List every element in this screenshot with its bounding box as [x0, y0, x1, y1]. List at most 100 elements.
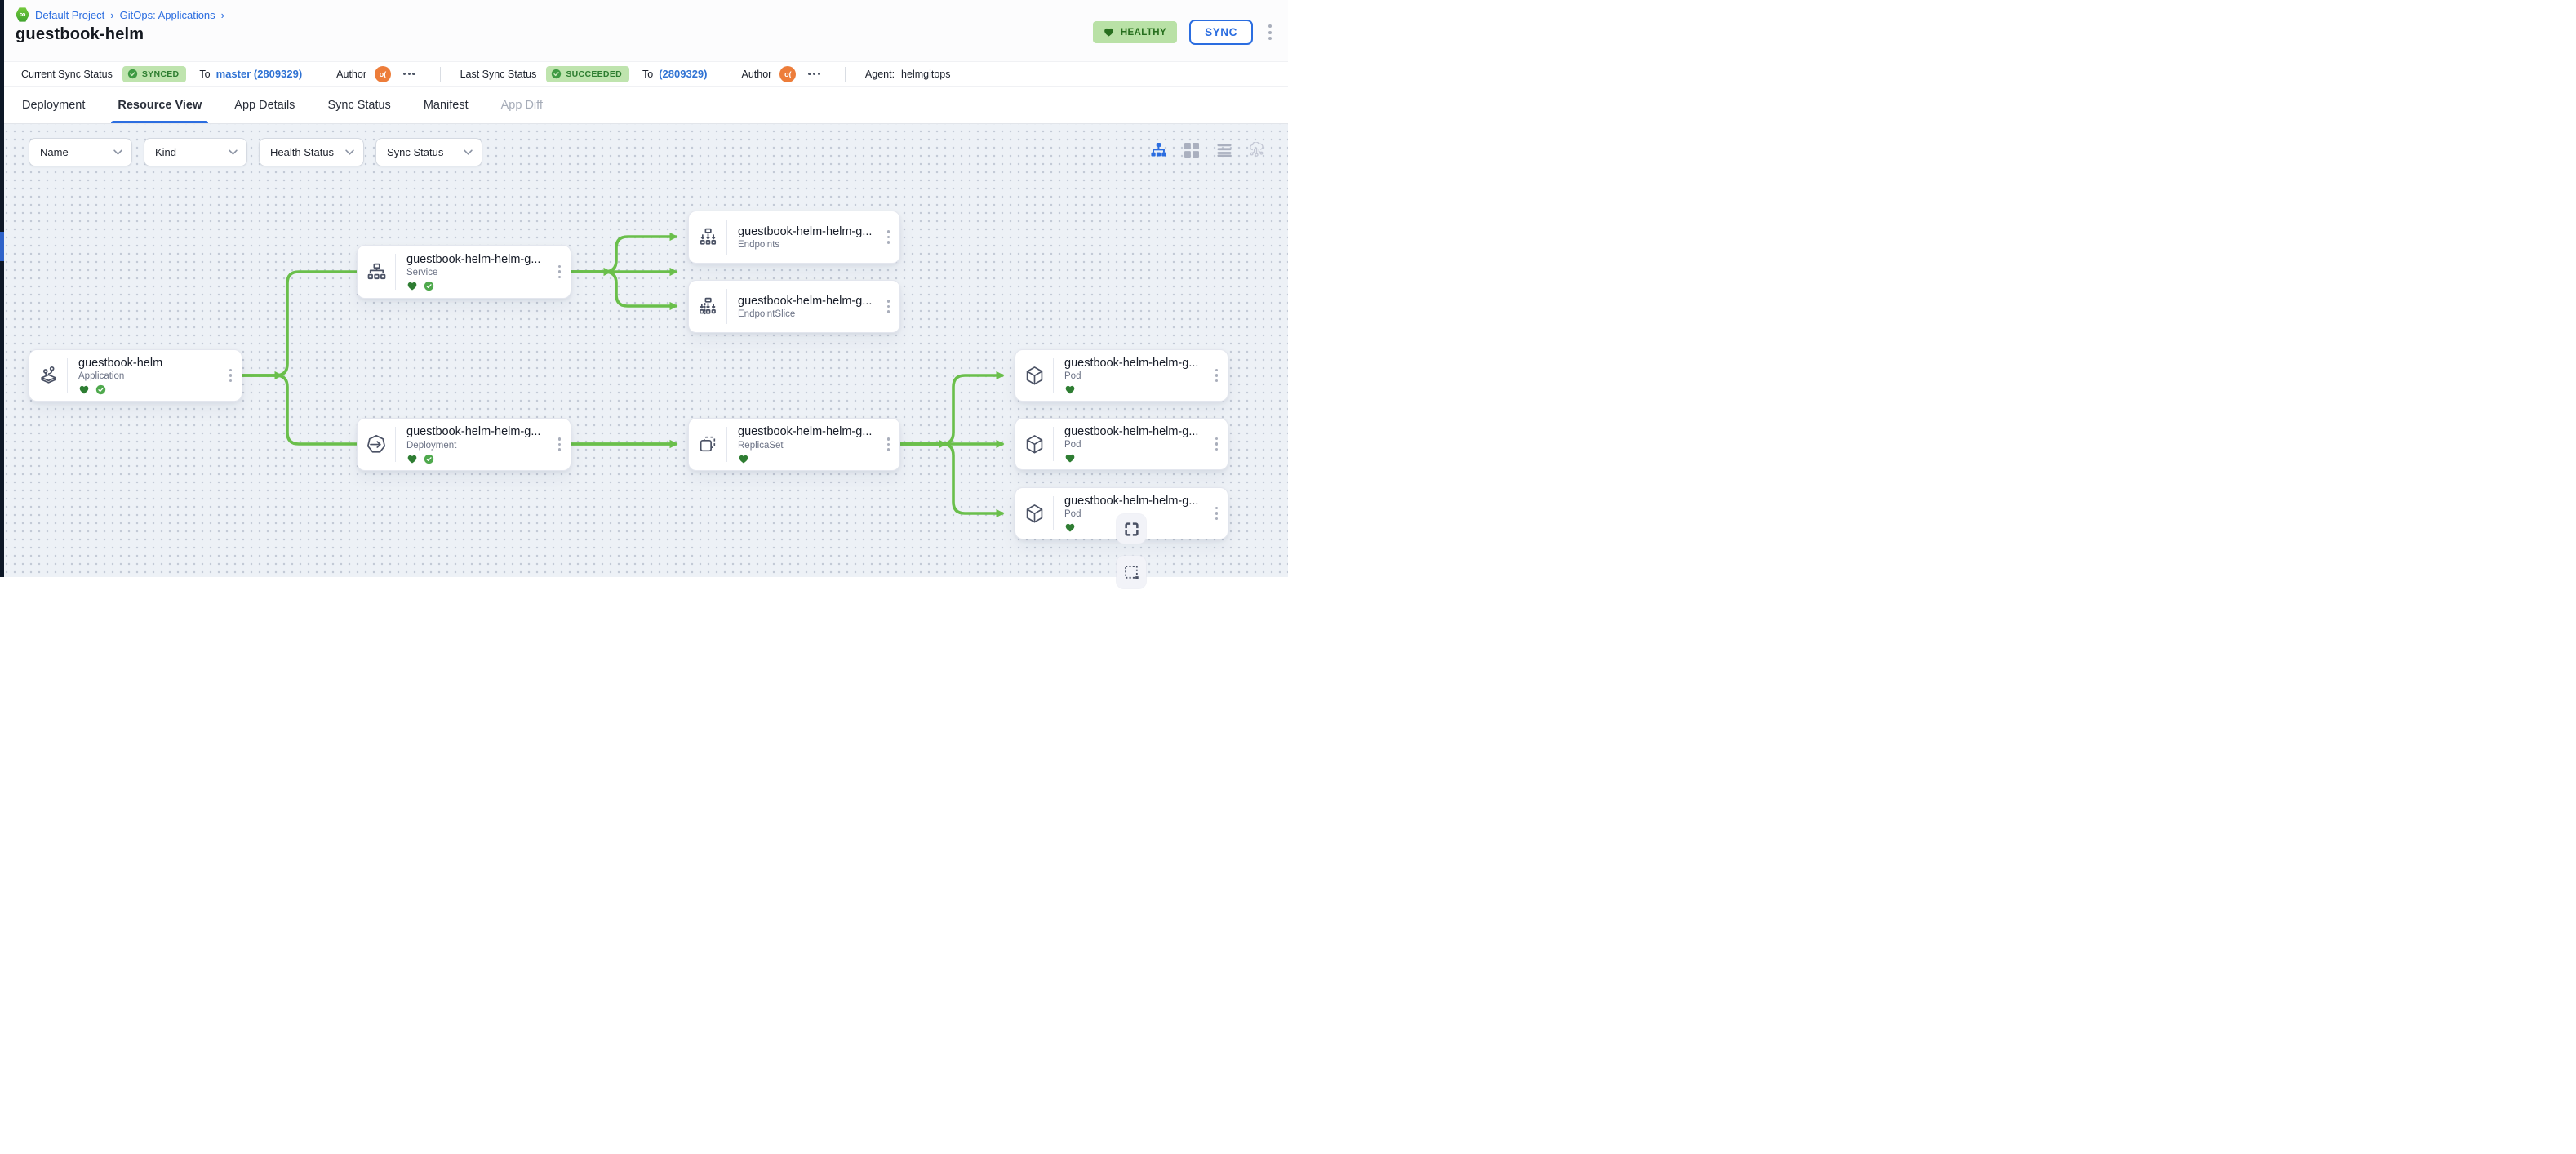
agent-value: helmgitops [901, 69, 950, 80]
resource-name: guestbook-helm-helm-g... [406, 425, 547, 438]
filter-sync-status-dropdown[interactable]: Sync Status [375, 138, 482, 166]
check-circle-icon [127, 69, 138, 79]
resource-name: guestbook-helm-helm-g... [738, 295, 876, 308]
resource-kind: Pod [1064, 371, 1204, 381]
edge-replicaset-pod3 [900, 444, 1002, 513]
pod-icon [1015, 488, 1053, 539]
tab-resource-view[interactable]: Resource View [118, 87, 202, 123]
healthy-heart-icon [78, 384, 90, 395]
healthy-heart-icon [738, 454, 749, 464]
breadcrumb-applications-link[interactable]: GitOps: Applications [120, 9, 215, 21]
edge-service-endpointslice [571, 272, 676, 306]
more-authors-icon[interactable] [808, 73, 820, 75]
resource-kind: Service [406, 268, 547, 277]
left-nav-rail [0, 0, 4, 577]
nav-active-indicator[interactable] [0, 232, 4, 261]
tab-app-details[interactable]: App Details [234, 87, 295, 123]
endpoints-icon [689, 211, 726, 263]
healthy-heart-icon [406, 454, 418, 464]
tree-view-icon[interactable] [1151, 142, 1166, 158]
service-icon [358, 246, 395, 298]
edge-replicaset-pod1 [900, 375, 1002, 444]
synced-check-icon [424, 281, 434, 291]
pod-icon [1015, 350, 1053, 401]
filter-kind-dropdown[interactable]: Kind [144, 138, 247, 166]
filter-name-dropdown[interactable]: Name [29, 138, 132, 166]
grid-view-icon[interactable] [1184, 142, 1199, 158]
list-view-icon[interactable] [1216, 142, 1232, 158]
selection-mode-button[interactable] [1117, 556, 1146, 588]
resource-name: guestbook-helm-helm-g... [1064, 425, 1204, 438]
node-application[interactable]: guestbook-helm Application [29, 349, 242, 402]
last-revision-link[interactable]: (2809329) [659, 68, 707, 80]
to-label: To [199, 69, 210, 80]
resource-kind: Application [78, 371, 218, 381]
codefresh-logo-icon: ∞ [16, 7, 29, 22]
endpointslice-icon [689, 281, 726, 332]
node-deployment[interactable]: guestbook-helm-helm-g... Deployment [357, 418, 571, 471]
author-label: Author [742, 69, 772, 80]
view-toggles [1151, 142, 1264, 158]
node-more-menu-icon[interactable] [877, 281, 899, 332]
node-more-menu-icon[interactable] [549, 246, 571, 298]
fit-view-button[interactable] [1117, 514, 1146, 544]
replicaset-icon [689, 419, 726, 470]
last-sync-status-label: Last Sync Status [460, 69, 537, 80]
agent-label: Agent: [865, 69, 895, 80]
synced-check-icon [95, 384, 106, 395]
node-more-menu-icon[interactable] [1206, 350, 1228, 401]
node-more-menu-icon[interactable] [877, 211, 899, 263]
node-service[interactable]: guestbook-helm-helm-g... Service [357, 245, 571, 299]
resource-status [406, 281, 547, 292]
check-circle-icon [551, 69, 562, 79]
current-revision-link[interactable]: master (2809329) [216, 68, 303, 80]
to-label: To [642, 69, 653, 80]
node-more-menu-icon[interactable] [549, 419, 571, 470]
pod-icon [1015, 419, 1053, 469]
sync-button[interactable]: SYNC [1189, 20, 1253, 45]
resource-status [1064, 384, 1204, 396]
node-more-menu-icon[interactable] [877, 419, 899, 470]
resource-status [78, 384, 218, 396]
filter-health-status-dropdown[interactable]: Health Status [259, 138, 364, 166]
heart-icon [1104, 27, 1114, 38]
resource-graph-canvas[interactable]: Name Kind Health Status Sync Status [0, 124, 1288, 577]
chevron-down-icon [229, 149, 238, 155]
tab-app-diff[interactable]: App Diff [501, 87, 543, 123]
tab-sync-status[interactable]: Sync Status [327, 87, 390, 123]
healthy-heart-icon [406, 281, 418, 291]
divider [845, 67, 846, 82]
author-avatar[interactable]: o( [375, 66, 391, 82]
app-header: ∞ Default Project › GitOps: Applications… [4, 0, 1288, 61]
synced-check-icon [424, 454, 434, 464]
synced-badge: SYNCED [122, 66, 187, 82]
node-pod-2[interactable]: guestbook-helm-helm-g... Pod [1015, 418, 1228, 470]
node-more-menu-icon[interactable] [220, 350, 242, 401]
tab-deployment[interactable]: Deployment [22, 87, 85, 123]
author-avatar[interactable]: o( [779, 66, 796, 82]
application-icon [29, 350, 67, 401]
resource-name: guestbook-helm [78, 357, 218, 370]
node-pod-1[interactable]: guestbook-helm-helm-g... Pod [1015, 349, 1228, 402]
healthy-heart-icon [1064, 453, 1076, 464]
node-endpointslice[interactable]: guestbook-helm-helm-g... EndpointSlice [688, 280, 900, 333]
node-more-menu-icon[interactable] [1206, 419, 1228, 469]
node-replicaset[interactable]: guestbook-helm-helm-g... ReplicaSet [688, 418, 900, 471]
node-more-menu-icon[interactable] [1206, 488, 1228, 539]
current-sync-status-label: Current Sync Status [21, 69, 113, 80]
more-authors-icon[interactable] [403, 73, 415, 75]
healthy-heart-icon [1064, 384, 1076, 395]
resource-name: guestbook-helm-helm-g... [738, 225, 876, 238]
node-endpoints[interactable]: guestbook-helm-helm-g... Endpoints [688, 211, 900, 264]
tab-manifest[interactable]: Manifest [424, 87, 469, 123]
resource-name: guestbook-helm-helm-g... [1064, 495, 1204, 508]
resource-kind: Endpoints [738, 240, 876, 250]
tab-bar: Deployment Resource View App Details Syn… [4, 87, 1288, 124]
chevron-right-icon: › [221, 9, 224, 21]
resource-kind: Deployment [406, 441, 547, 451]
resource-status [406, 453, 547, 464]
chevron-down-icon [464, 149, 473, 155]
more-menu-icon[interactable] [1265, 23, 1275, 42]
cluster-view-icon[interactable] [1249, 142, 1264, 158]
breadcrumb-project-link[interactable]: Default Project [35, 9, 104, 21]
